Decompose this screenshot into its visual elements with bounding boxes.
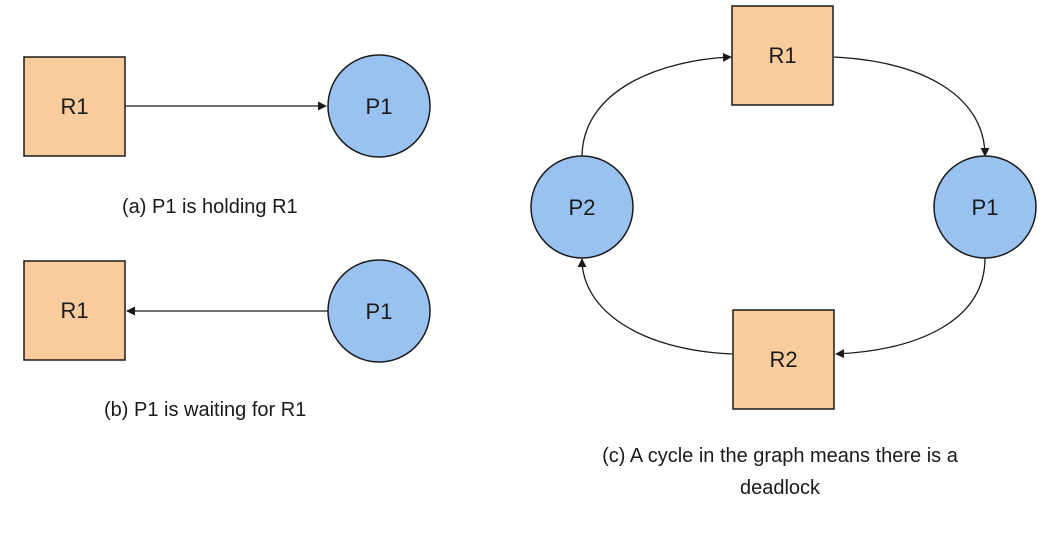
process-p1-circle xyxy=(933,155,1037,259)
diagram-b: R1 P1 xyxy=(23,259,431,363)
diagram-a: R1 P1 xyxy=(23,54,431,158)
resource-r1-box xyxy=(23,56,126,157)
caption-a: (a) P1 is holding R1 xyxy=(122,196,298,218)
process-p2-circle xyxy=(530,155,634,259)
process-p1-label: P1 xyxy=(972,195,999,220)
edge-p1-to-r2 xyxy=(835,257,986,359)
edge-r1-to-p1 xyxy=(833,56,990,157)
process-p1-label: P1 xyxy=(366,299,393,324)
edge-r2-to-p2 xyxy=(577,258,733,355)
edge-p2-to-r1 xyxy=(581,52,732,157)
resource-r1-label: R1 xyxy=(60,298,88,323)
resource-r1-label: R1 xyxy=(60,94,88,119)
caption-c: (c) A cycle in the graph means there is … xyxy=(602,445,958,499)
diagram-c: R1 P1 R2 P2 xyxy=(530,5,1037,410)
resource-r1-box xyxy=(731,5,834,106)
resource-r1-label: R1 xyxy=(768,43,796,68)
resource-r2-box xyxy=(732,309,835,410)
process-p2-label: P2 xyxy=(569,195,596,220)
caption-b: (b) P1 is waiting for R1 xyxy=(104,399,307,421)
process-p1-label: P1 xyxy=(366,94,393,119)
resource-r2-label: R2 xyxy=(769,347,797,372)
process-p1-circle xyxy=(327,259,431,363)
resource-r1-box xyxy=(23,260,126,361)
process-p1-circle xyxy=(327,54,431,158)
